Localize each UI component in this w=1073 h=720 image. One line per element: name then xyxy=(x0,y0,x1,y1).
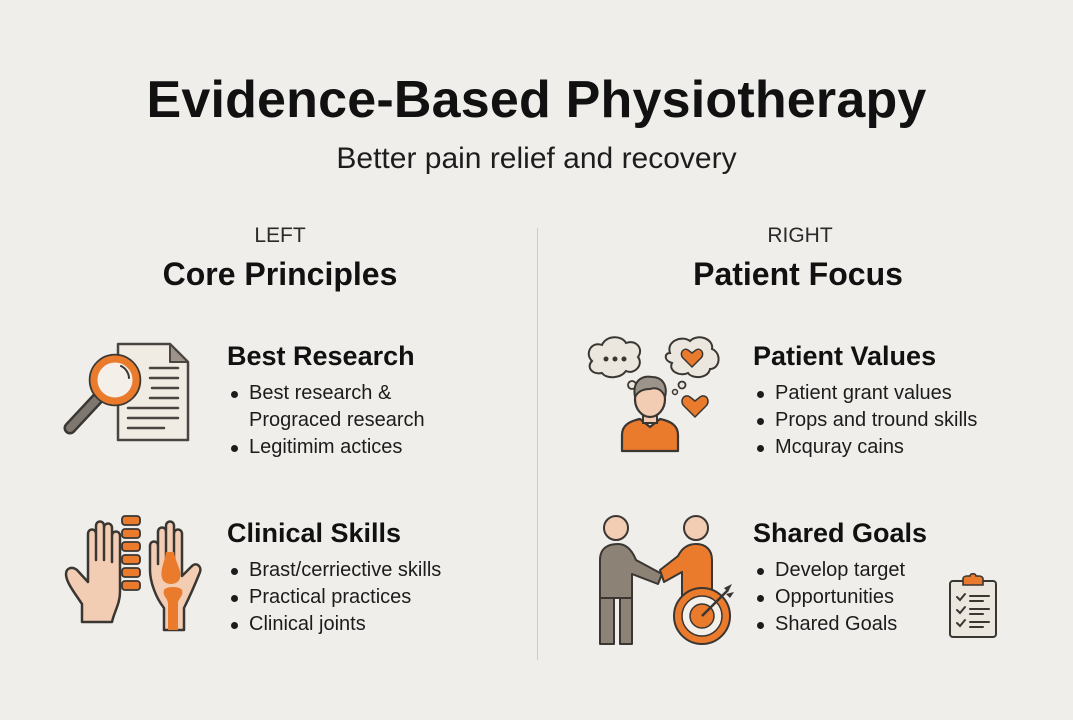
patient-thought-hearts-icon xyxy=(580,333,725,463)
clinical-skills-list: Brast/cerriective skills Practical pract… xyxy=(227,557,441,638)
list-item: Mcquray cains xyxy=(753,434,977,461)
best-research-block: Best Research Best research & Prograced … xyxy=(227,341,425,461)
list-item: Legitimim actices xyxy=(227,434,425,461)
left-column-heading: Core Principles xyxy=(162,256,398,292)
patient-values-list: Patient grant values Props and tround sk… xyxy=(753,380,977,461)
right-column-heading: Patient Focus xyxy=(693,256,903,292)
list-item: Practical practices xyxy=(227,584,441,611)
page-subtitle: Better pain relief and recovery xyxy=(336,142,737,175)
list-item: Shared Goals xyxy=(753,611,927,638)
magnifier-document-icon xyxy=(58,336,198,451)
list-item: Clinical joints xyxy=(227,611,441,638)
left-column-kicker: LEFT xyxy=(254,224,306,247)
page-title: Evidence-Based Physiotherapy xyxy=(146,71,927,129)
shared-goals-block: Shared Goals Develop target Opportunitie… xyxy=(753,518,927,638)
list-item: Develop target xyxy=(753,557,927,584)
shared-goals-list: Develop target Opportunities Shared Goal… xyxy=(753,557,927,638)
column-divider xyxy=(537,228,538,660)
best-research-list: Best research & Prograced research Legit… xyxy=(227,380,425,461)
clipboard-checklist-icon xyxy=(946,572,1000,644)
list-item: Props and tround skills xyxy=(753,407,977,434)
list-item: Brast/cerriective skills xyxy=(227,557,441,584)
best-research-title: Best Research xyxy=(227,341,415,371)
patient-values-block: Patient Values Patient grant values Prop… xyxy=(753,341,977,461)
list-item: Patient grant values xyxy=(753,380,977,407)
list-item-continuation: Prograced research xyxy=(249,409,425,431)
shared-goals-title: Shared Goals xyxy=(753,518,928,548)
right-column-kicker: RIGHT xyxy=(767,224,833,247)
list-item: Opportunities xyxy=(753,584,927,611)
hands-spine-icon xyxy=(60,512,210,637)
clinical-skills-block: Clinical Skills Brast/cerriective skills… xyxy=(227,518,441,638)
clinical-skills-title: Clinical Skills xyxy=(227,518,402,548)
patient-values-title: Patient Values xyxy=(753,341,937,371)
list-item: Best research & xyxy=(227,380,425,407)
handshake-target-icon xyxy=(592,512,742,657)
